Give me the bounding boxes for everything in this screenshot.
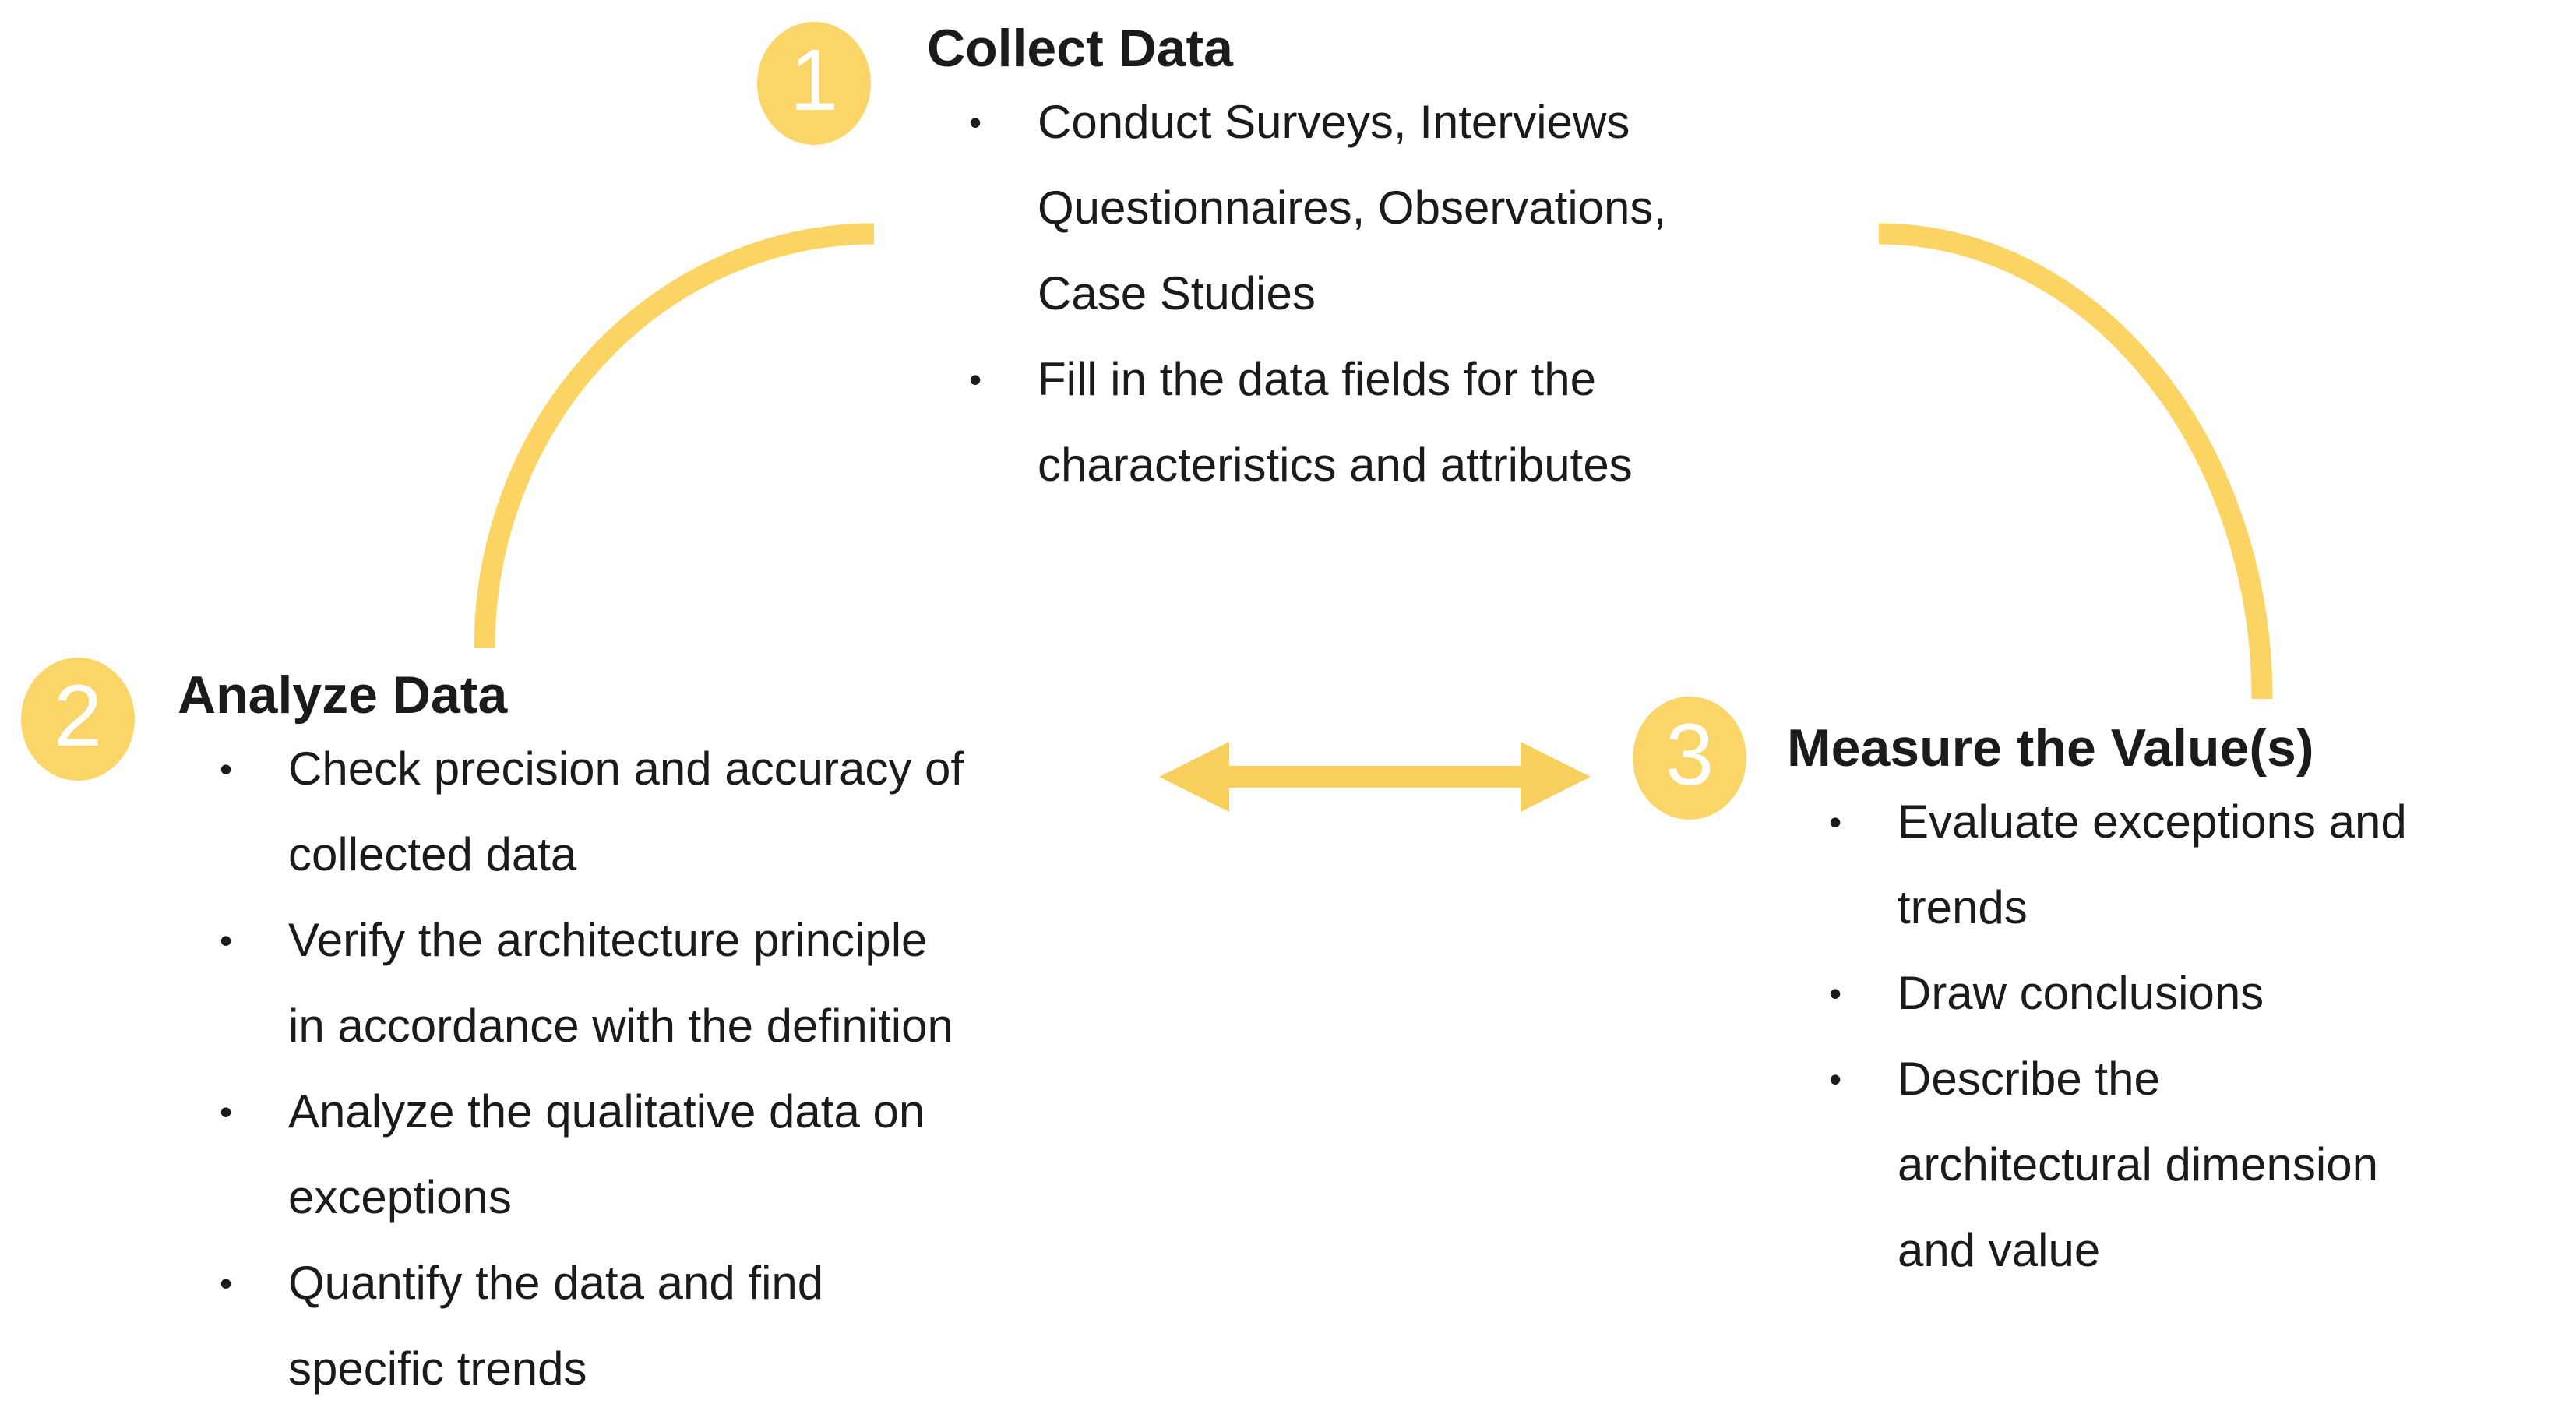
list-item: • Conduct Surveys, Interviews Questionna… <box>927 79 1666 337</box>
bullet-line: Analyze the qualitative data on <box>288 1085 925 1138</box>
step2-bullet-list: • Check precision and accuracy of collec… <box>178 726 964 1404</box>
bullet-dot-icon: • <box>1829 802 1842 842</box>
bullet-line: Evaluate exceptions and <box>1898 795 2407 848</box>
bullet-dot-icon: • <box>969 359 982 400</box>
double-headed-arrow-icon <box>1159 742 1591 812</box>
bullet-line: Fill in the data fields for the <box>1038 353 1597 405</box>
bullet-line: characteristics and attributes <box>1038 439 1633 491</box>
bullet-line: in accordance with the definition <box>288 1000 953 1052</box>
bullet-line: Verify the architecture principle <box>288 914 928 966</box>
step1-bullet-list: • Conduct Surveys, Interviews Questionna… <box>927 79 1666 508</box>
bullet-dot-icon: • <box>220 749 233 789</box>
step3-number: 3 <box>1665 706 1714 803</box>
list-item: • Evaluate exceptions and trends <box>1787 779 2407 951</box>
list-item: • Describe the architectural dimension a… <box>1787 1036 2407 1293</box>
list-item: • Quantify the data and find specific tr… <box>178 1240 964 1404</box>
bullet-dot-icon: • <box>969 102 982 143</box>
list-item: • Analyze the qualitative data on except… <box>178 1069 964 1240</box>
bullet-dot-icon: • <box>220 1092 233 1132</box>
bullet-line: collected data <box>288 828 577 880</box>
bullet-dot-icon: • <box>220 920 233 961</box>
bullet-dot-icon: • <box>1829 973 1842 1014</box>
bullet-line: Questionnaires, Observations, <box>1038 182 1667 234</box>
bullet-line: Describe the <box>1898 1053 2160 1105</box>
step1-number-badge: 1 <box>757 22 871 145</box>
bullet-line: architectural dimension <box>1898 1138 2378 1191</box>
bullet-dot-icon: • <box>1829 1059 1842 1099</box>
step1-number: 1 <box>789 31 839 129</box>
list-item: • Fill in the data fields for the charac… <box>927 337 1666 508</box>
bullet-line: specific trends <box>288 1342 587 1395</box>
bullet-line: Draw conclusions <box>1898 967 2264 1019</box>
step2-number-badge: 2 <box>21 658 135 781</box>
step2-title: Analyze Data <box>178 665 508 725</box>
bullet-line: Conduct Surveys, Interviews <box>1038 96 1630 148</box>
bullet-line: trends <box>1898 881 2028 933</box>
list-item: • Check precision and accuracy of collec… <box>178 726 964 898</box>
bullet-line: Quantify the data and find <box>288 1257 824 1309</box>
step1-collect-data: Collect Data • Conduct Surveys, Intervie… <box>927 17 1666 508</box>
step2-analyze-data: Analyze Data • Check precision and accur… <box>178 664 964 1404</box>
arc-step2-to-step1 <box>474 223 875 649</box>
list-item: • Verify the architecture principle in a… <box>178 898 964 1069</box>
bullet-line: exceptions <box>288 1171 512 1223</box>
step2-number: 2 <box>53 667 103 764</box>
bullet-line: Case Studies <box>1038 267 1316 319</box>
step3-measure-the-values: Measure the Value(s) • Evaluate exceptio… <box>1787 717 2407 1293</box>
arc-step1-to-step3 <box>1878 223 2273 700</box>
step1-title: Collect Data <box>927 19 1233 78</box>
step3-title: Measure the Value(s) <box>1787 718 2314 778</box>
bullet-line: and value <box>1898 1224 2101 1276</box>
list-item: • Draw conclusions <box>1787 951 2407 1036</box>
step3-number-badge: 3 <box>1633 697 1746 820</box>
bullet-line: Check precision and accuracy of <box>288 743 964 795</box>
bullet-dot-icon: • <box>220 1263 233 1303</box>
step3-bullet-list: • Evaluate exceptions and trends • Draw … <box>1787 779 2407 1293</box>
